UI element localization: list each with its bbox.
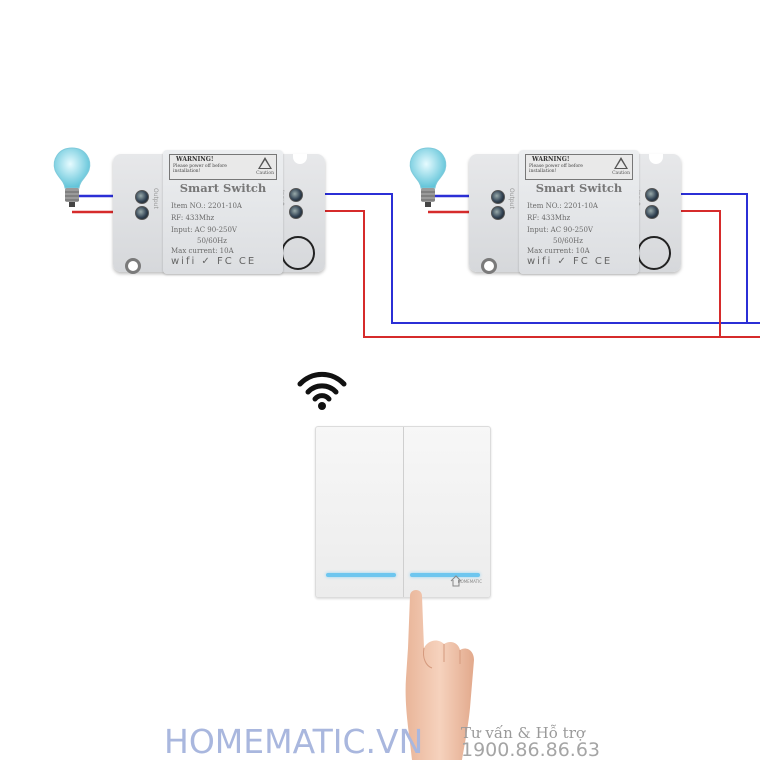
max-current: Max current: 10A: [527, 247, 590, 255]
mount-hole: [125, 258, 141, 274]
smart-switch-module-1: Output Input WARNING! Please power off b…: [113, 150, 325, 274]
bulb-icon: [53, 147, 91, 207]
light-bulb-2: [406, 146, 450, 208]
freq-spec: 50/60Hz: [553, 237, 583, 245]
warning-text: Please power off before installation!: [529, 164, 583, 174]
output-label: Output: [508, 188, 515, 209]
input-terminal-l: [289, 205, 303, 219]
item-no: Item NO.: 2201-10A: [527, 202, 598, 210]
support-label: Tư vấn & Hỗ trợ: [461, 724, 585, 742]
caution-triangle-icon: [258, 157, 272, 169]
freq-spec: 50/60Hz: [197, 237, 227, 245]
warning-box: WARNING! Please power off before install…: [169, 154, 277, 180]
home-logo-icon: [450, 575, 462, 587]
caution-triangle-icon: [614, 157, 628, 169]
warning-text: Please power off before installation!: [173, 164, 227, 174]
output-terminal-n: [135, 190, 149, 204]
antenna-loop: [637, 236, 671, 270]
warning-title: WARNING!: [532, 156, 570, 163]
homematic-logo: HOMEMATIC.VN: [164, 722, 424, 761]
mount-notch: [293, 154, 307, 164]
item-no: Item NO.: 2201-10A: [171, 202, 242, 210]
input-spec: Input: AC 90-250V: [171, 226, 237, 234]
max-current: Max current: 10A: [171, 247, 234, 255]
hotline-number[interactable]: 1900.86.86.63: [461, 739, 601, 761]
input-spec: Input: AC 90-250V: [527, 226, 593, 234]
input-terminal-n: [645, 188, 659, 202]
warning-title: WARNING!: [176, 156, 214, 163]
light-bulb-1: [50, 146, 94, 208]
switch-gang-left[interactable]: [316, 427, 403, 597]
mount-hole: [481, 258, 497, 274]
warning-box: WARNING! Please power off before install…: [525, 154, 633, 180]
switch-gang-right[interactable]: [404, 427, 490, 597]
output-terminal-l: [135, 206, 149, 220]
switch-brand: HOMEMATIC: [457, 579, 482, 584]
module-label-panel: WARNING! Please power off before install…: [519, 150, 639, 274]
caution-label: Caution: [612, 171, 630, 176]
output-terminal-n: [491, 190, 505, 204]
wireless-wall-switch: HOMEMATIC: [315, 426, 491, 598]
certification-icons: wifi ✓ FC CE: [527, 256, 613, 267]
caution-label: Caution: [256, 171, 274, 176]
led-indicator-left: [326, 573, 396, 577]
input-terminal-l: [645, 205, 659, 219]
module-name: Smart Switch: [179, 181, 267, 195]
output-label: Output: [152, 188, 159, 209]
rf-spec: RF: 433Mhz: [527, 214, 571, 222]
input-terminal-n: [289, 188, 303, 202]
rf-spec: RF: 433Mhz: [171, 214, 215, 222]
led-indicator-right: [410, 573, 480, 577]
module-label-panel: WARNING! Please power off before install…: [163, 150, 283, 274]
smart-switch-module-2: Output Input WARNING! Please power off b…: [469, 150, 681, 274]
output-terminal-l: [491, 206, 505, 220]
pressing-finger-hand: [405, 590, 474, 760]
module-name: Smart Switch: [535, 181, 623, 195]
antenna-loop: [281, 236, 315, 270]
gang-divider: [403, 427, 404, 597]
certification-icons: wifi ✓ FC CE: [171, 256, 257, 267]
wifi-icon: [297, 371, 347, 410]
mount-notch: [649, 154, 663, 164]
bulb-icon: [409, 147, 447, 207]
